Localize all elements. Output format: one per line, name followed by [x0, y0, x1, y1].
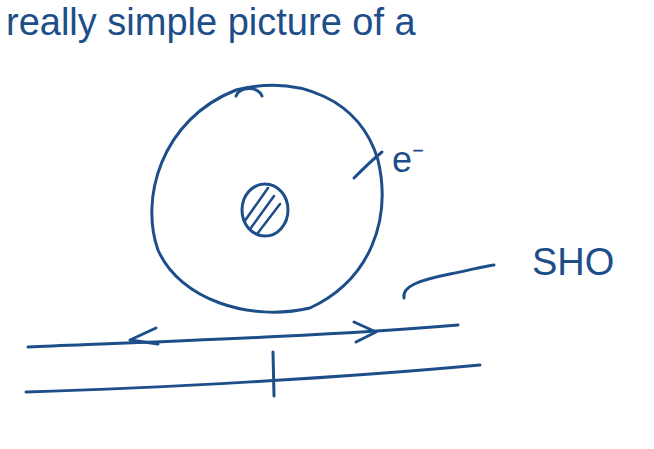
electron-label: e⁻: [392, 140, 424, 180]
electron-mark: [354, 152, 382, 178]
sho-leader: [404, 265, 494, 298]
oscillation-axis: [28, 325, 458, 347]
nucleus: [242, 184, 288, 236]
position-axis: [26, 365, 480, 392]
right-arrowhead: [354, 322, 376, 342]
left-arrowhead: [130, 328, 158, 344]
orbit-mark: [236, 89, 262, 97]
equilibrium-tick: [273, 352, 274, 396]
electron-orbit: [152, 85, 382, 312]
sho-label: SHO: [532, 242, 614, 284]
nucleus-hatch: [244, 188, 280, 238]
heading: really simple picture of a: [6, 2, 416, 44]
